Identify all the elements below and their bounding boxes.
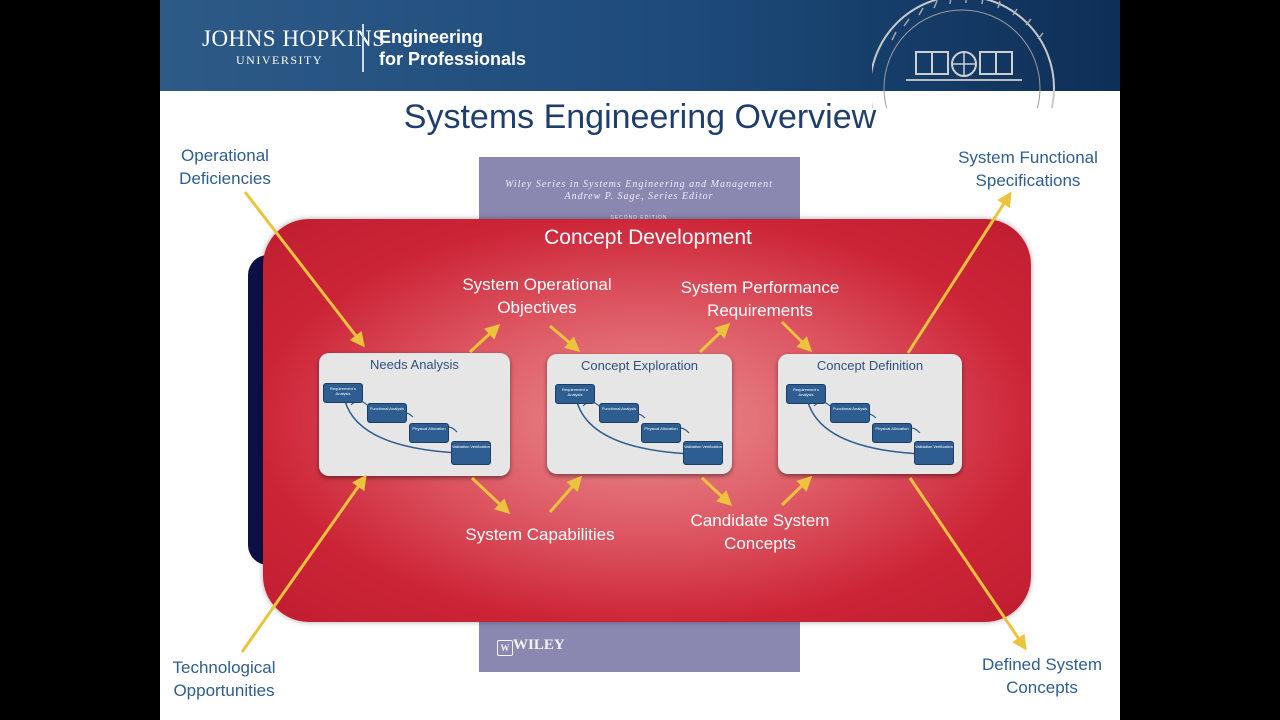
label-system-operational-objectives: System Operational Objectives xyxy=(462,275,612,317)
university-seal-icon xyxy=(872,0,1055,108)
arrow-candidates-to-definition xyxy=(780,475,813,507)
requirements-analysis-step: Requirement s Analysis xyxy=(786,384,826,404)
requirements-analysis-step: Requirement s Analysis xyxy=(323,383,363,403)
functional-analysis-step: Functional Analysis xyxy=(367,403,407,423)
header-banner: JOHNS HOPKINS UNIVERSITY Engineering for… xyxy=(160,0,1120,108)
functional-analysis-step: Functional Analysis xyxy=(830,403,870,423)
validation-verification-step: Validation Verification xyxy=(683,441,723,465)
program-name-line2: for Professionals xyxy=(379,49,527,69)
phase-title: Needs Analysis xyxy=(370,357,459,372)
label-system-performance-requirements: System Performance Requirements xyxy=(680,278,840,320)
physical-allocation-step: Physical Allocation xyxy=(872,423,912,443)
arrow-exploration-to-candidates xyxy=(700,476,733,507)
book-edition: SECOND EDITION xyxy=(610,215,668,221)
validation-verification-step: Validation Verification xyxy=(914,441,954,465)
physical-allocation-step: Physical Allocation xyxy=(641,423,681,443)
arrow-objectives-to-exploration xyxy=(549,324,581,352)
label-operational-deficiencies: Operational Deficiencies xyxy=(179,146,271,188)
flow-arrows xyxy=(240,191,1027,653)
university-name: JOHNS HOPKINS xyxy=(202,26,386,51)
functional-analysis-step: Functional Analysis xyxy=(599,403,639,423)
program-name-line1: Engineering xyxy=(379,27,484,47)
label-defined-system-concepts: Defined System Concepts xyxy=(982,655,1102,697)
arrow-capabilities-to-exploration xyxy=(548,475,582,513)
phase-needs-analysis: Needs Analysis Requirement s Analysis Fu… xyxy=(319,353,510,476)
slide-title: Systems Engineering Overview xyxy=(403,98,877,136)
arrow-definition-to-defined-concepts xyxy=(908,477,1027,651)
stage-title: Concept Development xyxy=(544,226,752,249)
phase-concept-definition: Concept Definition Requirement s Analysi… xyxy=(778,354,962,474)
arrow-requirements-to-definition xyxy=(780,320,813,353)
header-divider xyxy=(362,24,364,72)
arrow-opportunities-to-needs xyxy=(240,474,367,653)
university-subtitle: UNIVERSITY xyxy=(236,53,323,67)
phase-concept-exploration: Concept Exploration Requirement s Analys… xyxy=(547,354,732,474)
label-system-capabilities: System Capabilities xyxy=(465,525,615,544)
arrow-definition-to-specifications xyxy=(906,191,1012,354)
physical-allocation-step: Physical Allocation xyxy=(409,423,449,443)
book-series-title: Wiley Series in Systems Engineering and … xyxy=(505,179,773,202)
slide: JOHNS HOPKINS UNIVERSITY Engineering for… xyxy=(160,0,1120,720)
label-technological-opportunities: Technological Opportunities xyxy=(172,658,276,700)
validation-verification-step: Validation Verification xyxy=(451,441,491,465)
arrow-exploration-to-requirements xyxy=(698,322,731,354)
arrow-needs-to-objectives xyxy=(468,323,501,354)
arrow-needs-to-capabilities xyxy=(470,476,511,515)
requirements-analysis-step: Requirement s Analysis xyxy=(555,384,595,404)
arrow-deficiencies-to-needs xyxy=(243,191,365,348)
label-candidate-system-concepts: Candidate System Concepts xyxy=(690,511,830,553)
label-system-functional-specifications: System Functional Specifications xyxy=(958,148,1098,190)
phase-title: Concept Exploration xyxy=(580,358,699,373)
phase-title: Concept Definition xyxy=(816,358,924,373)
